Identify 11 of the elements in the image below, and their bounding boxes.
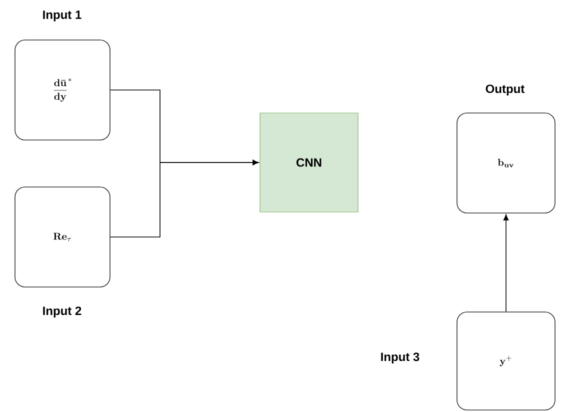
arrow [503,214,509,312]
arrow [110,160,259,238]
input-label: Output [486,84,525,96]
input-box: $\mathbf{Re}_{\tau}$ [14,186,110,288]
input-label: Input 1 [43,10,82,22]
input-label: Input 3 [381,352,420,364]
input-box: $\mathbf{y}^{+}$ [456,312,556,410]
output-box: $\mathbf{b_{uv}}$ [456,112,556,214]
input-box: $\frac{\mathbf{d\bar{u}}}{\mathbf{dy}}^{*}$ [14,40,110,140]
model-box: CNN [260,112,358,212]
input-label: Input 2 [43,306,82,318]
